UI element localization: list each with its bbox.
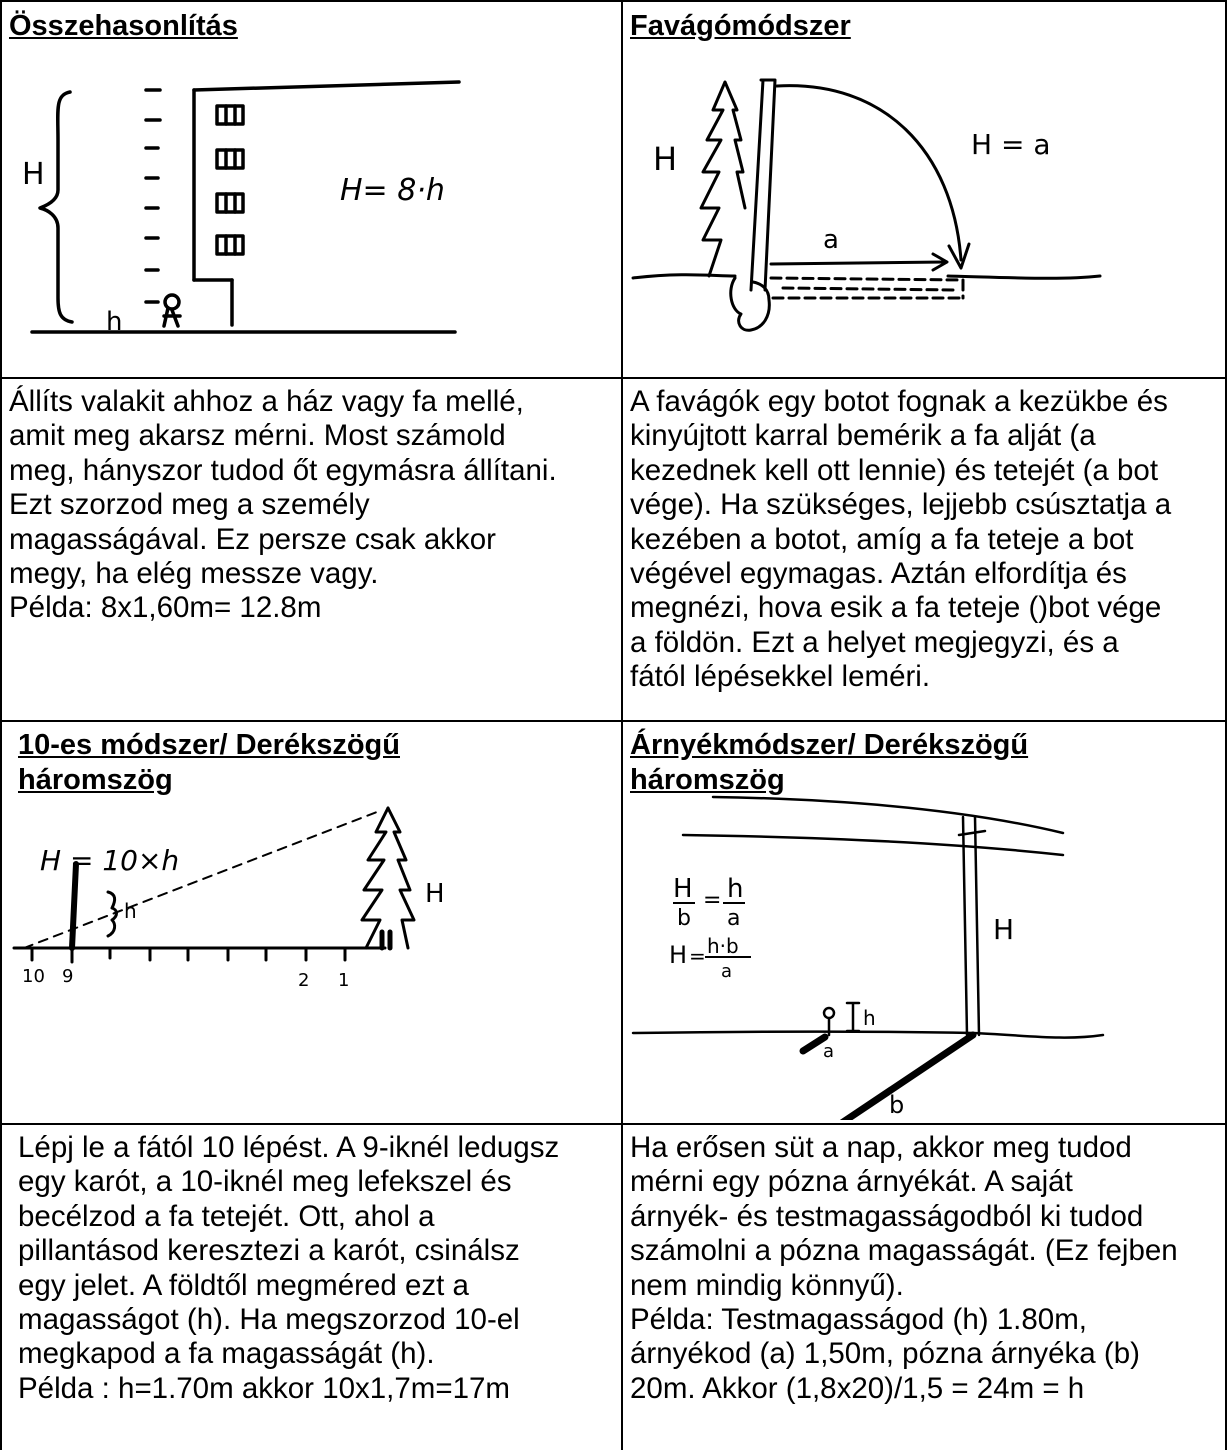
shadow-method-text: Ha erősen süt a nap, akkor meg tudod mér… [630, 1131, 1178, 1405]
woodcutter-sketch: H H = a a [631, 78, 1102, 332]
row-divider-2 [0, 720, 1227, 722]
woodcutter-H-label: H [653, 140, 677, 178]
ten-method-formula: H = 10×h [40, 844, 179, 877]
ten-method-tick-10: 10 [22, 966, 45, 987]
ten-method-tick-1: 1 [338, 970, 349, 991]
comparison-sketch: H h H= 8·h [22, 80, 461, 337]
woodcutter-a-label: a [823, 225, 839, 255]
row-divider-1 [0, 377, 1227, 379]
shadow-method-sketch: H = h b a H = h·b a H h a b [631, 795, 1105, 1120]
table-border-left [0, 0, 2, 1450]
shadow-method-title-line2: háromszög [630, 764, 785, 796]
shadow-a-label: a [823, 1041, 834, 1062]
comparison-H-label: H [22, 157, 45, 192]
shadow-eq1-h: h [727, 874, 743, 904]
shadow-H-label: H [993, 913, 1014, 946]
shadow-eq1-a: a [727, 906, 740, 931]
table-border-middle [621, 0, 623, 1450]
ten-method-title-line1: 10-es módszer/ Derékszögű [18, 729, 400, 761]
shadow-eq1-H: H [673, 874, 693, 904]
woodcutter-title: Favágómódszer [630, 10, 851, 42]
woodcutter-text: A favágók egy botot fognak a kezükbe és … [630, 385, 1172, 694]
ten-method-sketch: H = 10×h H h 10 9 2 1 [12, 806, 445, 991]
table-border-top [0, 0, 1227, 2]
woodcutter-formula: H = a [971, 128, 1050, 161]
ten-method-tick-2: 2 [298, 970, 309, 991]
table-border-right [1225, 0, 1227, 1450]
ten-method-H-label: H [425, 879, 445, 909]
shadow-eq2-den: a [721, 961, 732, 982]
shadow-h-label: h [863, 1006, 876, 1030]
ten-method-tick-9: 9 [62, 966, 73, 987]
svg-text:=: = [689, 944, 706, 968]
svg-text:=: = [703, 888, 721, 913]
ten-method-text: Lépj le a fától 10 lépést. A 9-iknél led… [18, 1131, 560, 1405]
ten-method-h-label: h [124, 899, 137, 923]
shadow-eq2-num: h·b [707, 934, 739, 958]
shadow-eq1-b: b [677, 906, 691, 931]
comparison-h-label: h [106, 307, 122, 337]
comparison-title: Összehasonlítás [9, 10, 238, 42]
comparison-text: Állíts valakit ahhoz a ház vagy fa mellé… [9, 385, 557, 625]
comparison-formula: H= 8·h [340, 173, 445, 208]
row-divider-3 [0, 1123, 1227, 1125]
ten-method-title-line2: háromszög [18, 764, 173, 796]
shadow-b-label: b [889, 1091, 904, 1119]
shadow-method-title-line1: Árnyékmódszer/ Derékszögű [630, 729, 1029, 761]
shadow-eq2-H: H [669, 941, 687, 969]
